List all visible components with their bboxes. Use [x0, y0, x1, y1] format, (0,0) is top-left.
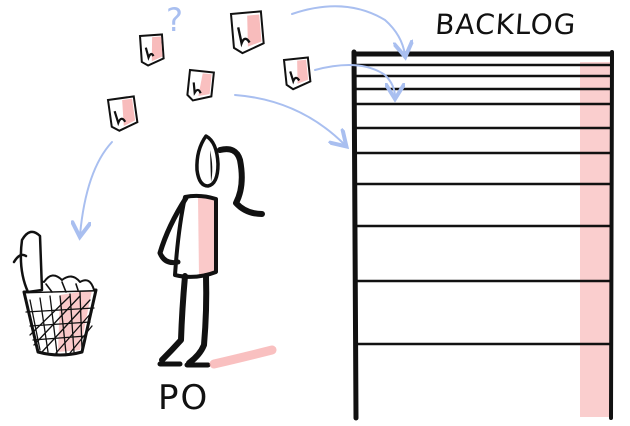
stick-figure-icon: [157, 134, 265, 368]
backlog-item-lines: [356, 63, 610, 346]
wastebasket-icon: [12, 230, 98, 357]
left-leg: [159, 273, 188, 363]
right-leg: [186, 273, 210, 366]
sticky-note-icon: [229, 10, 265, 55]
arrow-to-bin: [80, 141, 113, 235]
flow-arrows: [80, 5, 405, 235]
po-label: PO: [158, 378, 209, 418]
head: [195, 134, 220, 188]
torso-fill: [198, 198, 216, 276]
sticky-note-icon: [282, 56, 312, 91]
feet: [157, 361, 211, 368]
sticky-note-icon: [186, 68, 215, 102]
sticky-note-icon: [138, 33, 165, 67]
discarded-note: [19, 230, 44, 294]
bin-body: [22, 288, 98, 357]
question-mark: ?: [166, 1, 183, 39]
torso: [173, 193, 218, 279]
raised-arm: [217, 146, 265, 217]
hanging-arm: [157, 195, 189, 266]
bin-pink-side: [58, 290, 92, 352]
backlog-left-post: [351, 49, 359, 421]
backlog-title: BACKLOG: [434, 8, 577, 41]
sticky-note-icon: [106, 95, 139, 132]
pink-shadow: [209, 345, 277, 369]
sticky-notes: [106, 10, 312, 132]
bin-mesh: [25, 291, 95, 354]
backlog-board: [351, 49, 614, 421]
arrow-to-backlog-upper: [314, 64, 395, 97]
arrow-to-backlog-middle: [234, 94, 345, 145]
backlog-right-post: [609, 50, 614, 420]
backlog-pink-column: [580, 62, 610, 417]
arrow-to-backlog-top: [291, 5, 405, 55]
